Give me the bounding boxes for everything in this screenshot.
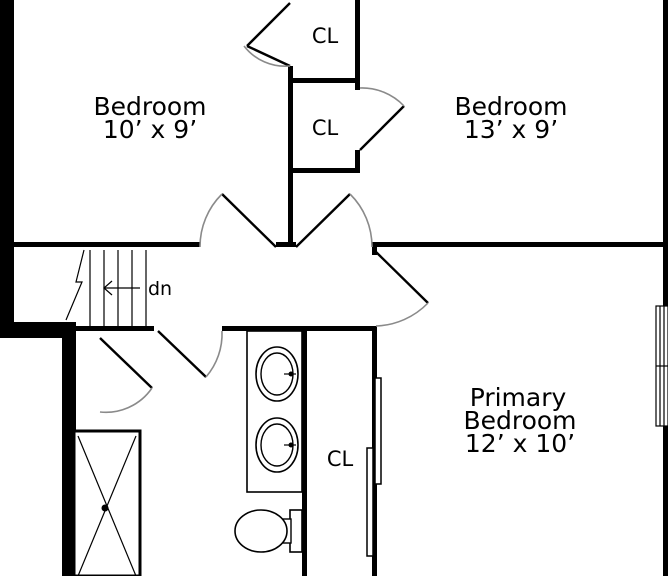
door-closet-top [243, 2, 291, 68]
shower-icon [72, 429, 142, 576]
hall-wall-top-right [372, 242, 668, 247]
primary-bedroom-size: 12’ x 10’ [465, 429, 575, 458]
bedroom-divider-wall [288, 66, 293, 247]
closet-divider-wall [288, 78, 360, 83]
closet-top-label: CL [312, 24, 339, 48]
closet-middle-bottom-wall [288, 168, 360, 173]
bath-right-wall [302, 326, 307, 576]
bedroom-left-size: 10’ x 9’ [103, 115, 197, 144]
window-right [655, 305, 668, 427]
door-bedroom-left [199, 193, 277, 248]
stairs-direction-label: dn [148, 278, 172, 300]
bedroom-left-name: Bedroom [93, 92, 206, 121]
door-closet-middle [359, 87, 405, 151]
hall-wall-top-left [14, 242, 200, 247]
bedroom-right-size: 13’ x 9’ [464, 115, 558, 144]
closet-primary-label: CL [327, 447, 354, 471]
bath-fixtures [72, 330, 303, 576]
hall-wall-top-mid [276, 242, 296, 247]
primary-closet-sliding-doors [366, 377, 382, 557]
door-bedroom-right [295, 193, 373, 248]
primary-bedroom-name-line1: Primary [470, 383, 567, 412]
closet-middle-right-wall-bottom [355, 150, 360, 173]
closet-top-right-wall [355, 0, 360, 82]
primary-bedroom-name-line2: Bedroom [463, 406, 576, 435]
sink-icon [255, 346, 299, 402]
stairs [65, 249, 147, 326]
outer-wall-right [663, 0, 668, 576]
toilet-icon [234, 509, 303, 553]
hall-wall-bottom-left [70, 326, 154, 331]
closet-middle-label: CL [312, 116, 339, 140]
sink-icon [255, 417, 299, 473]
door-primary-bedroom [373, 249, 429, 327]
outer-wall-stair-ledge [0, 322, 76, 338]
outer-wall-left-upper [0, 0, 14, 338]
room-labels: Bedroom 10’ x 9’ Bedroom 13’ x 9’ Primar… [93, 24, 576, 471]
bedroom-right-name: Bedroom [454, 92, 567, 121]
door-bathroom [157, 330, 223, 378]
hall-wall-bottom-right [222, 326, 376, 331]
closet-middle-right-wall-top [355, 82, 360, 90]
door-shower [99, 337, 153, 414]
